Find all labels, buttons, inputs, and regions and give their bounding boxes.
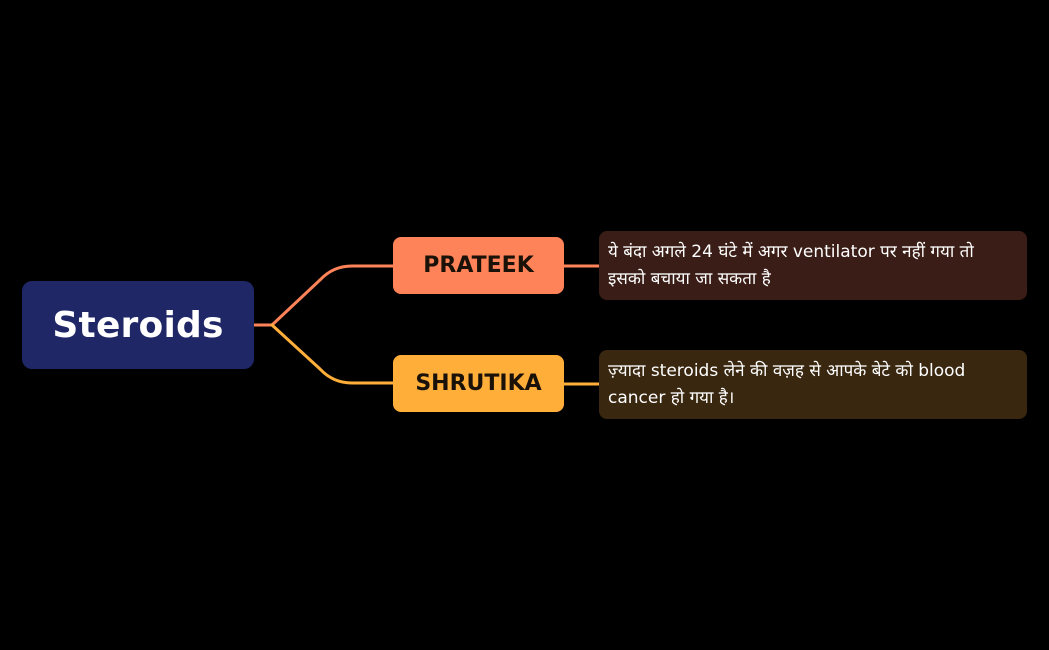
root-topic-label: Steroids bbox=[52, 304, 224, 346]
branch-label-shrutika: SHRUTIKA bbox=[415, 371, 542, 396]
detail-text-shrutika: ज़्यादा steroids लेने की वज़ह से आपके बे… bbox=[608, 360, 966, 408]
root-topic-node[interactable]: Steroids bbox=[22, 281, 254, 369]
detail-node-prateek[interactable]: ये बंदा अगले 24 घंटे में अगर ventilator … bbox=[599, 231, 1027, 300]
connector-root-to-shrutika bbox=[270, 323, 395, 385]
detail-text-prateek: ये बंदा अगले 24 घंटे में अगर ventilator … bbox=[608, 241, 974, 289]
detail-node-shrutika[interactable]: ज़्यादा steroids लेने की वज़ह से आपके बे… bbox=[599, 350, 1027, 419]
connector-root-to-prateek bbox=[270, 264, 395, 327]
branch-label-prateek: PRATEEK bbox=[423, 253, 534, 278]
branch-node-shrutika[interactable]: SHRUTIKA bbox=[393, 355, 564, 412]
branch-node-prateek[interactable]: PRATEEK bbox=[393, 237, 564, 294]
